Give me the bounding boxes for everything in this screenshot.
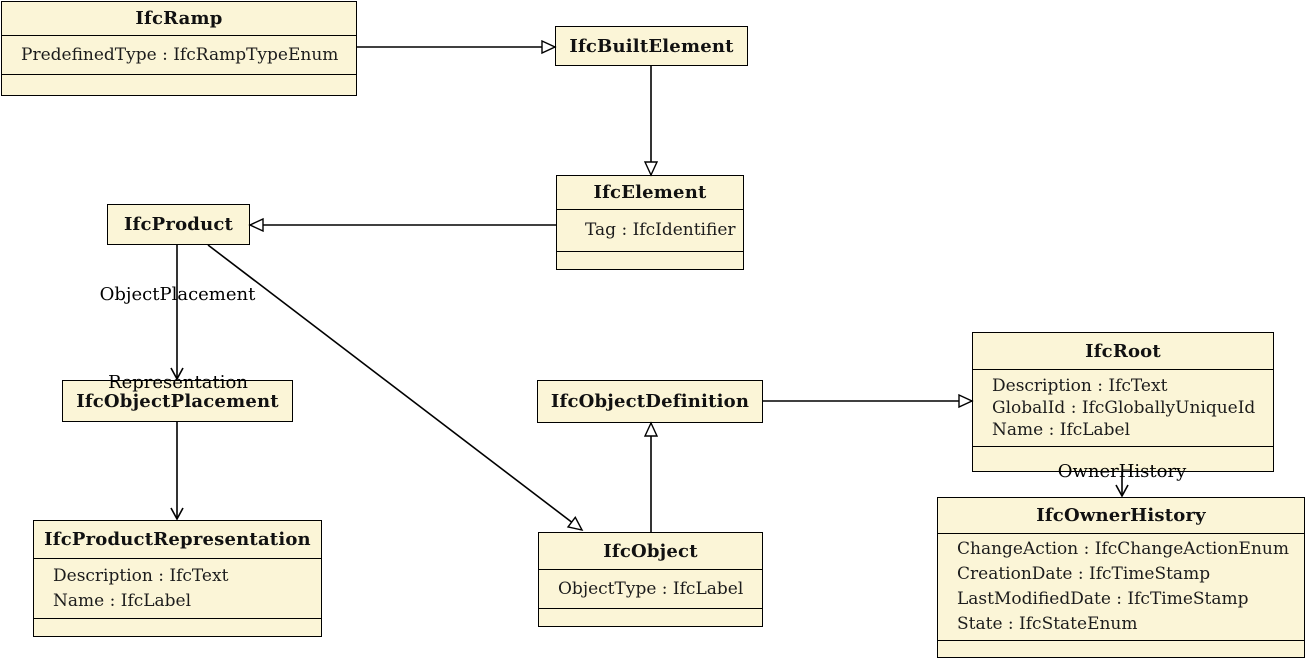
class-attribute: Name : IfcLabel [992, 420, 1131, 440]
class-attribute: Name : IfcLabel [53, 590, 192, 611]
class-title: IfcElement [557, 176, 743, 210]
class-title: IfcRamp [2, 2, 356, 36]
class-attribute: GlobalId : IfcGloballyUniqueId [992, 398, 1256, 418]
class-box-ifcbuiltelement: IfcBuiltElement [555, 26, 748, 66]
class-operations-empty [539, 609, 762, 626]
class-title: IfcProduct [123, 214, 234, 235]
class-operations-empty [2, 75, 356, 95]
class-attribute: ChangeAction : IfcChangeActionEnum [957, 539, 1289, 559]
class-box-ifcownerhistory: IfcOwnerHistory ChangeAction : IfcChange… [937, 497, 1305, 658]
class-attributes: Description : IfcText Name : IfcLabel [34, 559, 321, 619]
class-title: IfcObjectPlacement [76, 390, 279, 412]
class-title: IfcProductRepresentation [34, 521, 321, 559]
class-title: IfcOwnerHistory [938, 498, 1304, 534]
class-title: IfcBuiltElement [569, 35, 734, 57]
class-attribute: CreationDate : IfcTimeStamp [957, 564, 1211, 584]
class-title: IfcRoot [973, 333, 1273, 370]
class-box-ifcproductrepresentation: IfcProductRepresentation Description : I… [33, 520, 322, 637]
class-attributes: PredefinedType : IfcRampTypeEnum [2, 36, 356, 75]
class-attribute: Tag : IfcIdentifier [585, 220, 736, 240]
class-operations-empty [557, 252, 743, 269]
class-attributes: Tag : IfcIdentifier [557, 210, 743, 252]
class-operations-empty [973, 447, 1273, 471]
class-box-ifcobject: IfcObject ObjectType : IfcLabel [538, 532, 763, 627]
class-attribute: Description : IfcText [53, 565, 229, 586]
class-box-ifcroot: IfcRoot Description : IfcText GlobalId :… [972, 332, 1274, 472]
class-box-ifcobjectplacement: IfcObjectPlacement [62, 380, 293, 422]
class-title: IfcObjectDefinition [550, 391, 750, 412]
class-attributes: ObjectType : IfcLabel [539, 570, 762, 609]
class-box-ifcobjectdefinition: IfcObjectDefinition [537, 380, 763, 423]
class-operations-empty [938, 641, 1304, 657]
class-attribute: PredefinedType : IfcRampTypeEnum [21, 44, 339, 65]
class-attributes: ChangeAction : IfcChangeActionEnum Creat… [938, 534, 1304, 641]
class-attribute: ObjectType : IfcLabel [558, 578, 744, 599]
class-box-ifcelement: IfcElement Tag : IfcIdentifier [556, 175, 744, 270]
class-box-ifcproduct: IfcProduct [107, 204, 250, 245]
class-attribute: LastModifiedDate : IfcTimeStamp [957, 589, 1249, 609]
class-title: IfcObject [539, 533, 762, 570]
class-attribute: Description : IfcText [992, 376, 1168, 396]
class-box-ifcramp: IfcRamp PredefinedType : IfcRampTypeEnum [1, 1, 357, 96]
class-attributes: Description : IfcText GlobalId : IfcGlob… [973, 370, 1273, 447]
edge-label-objectplacement: ObjectPlacement [99, 284, 256, 305]
class-attribute: State : IfcStateEnum [957, 614, 1138, 634]
class-operations-empty [34, 619, 321, 636]
